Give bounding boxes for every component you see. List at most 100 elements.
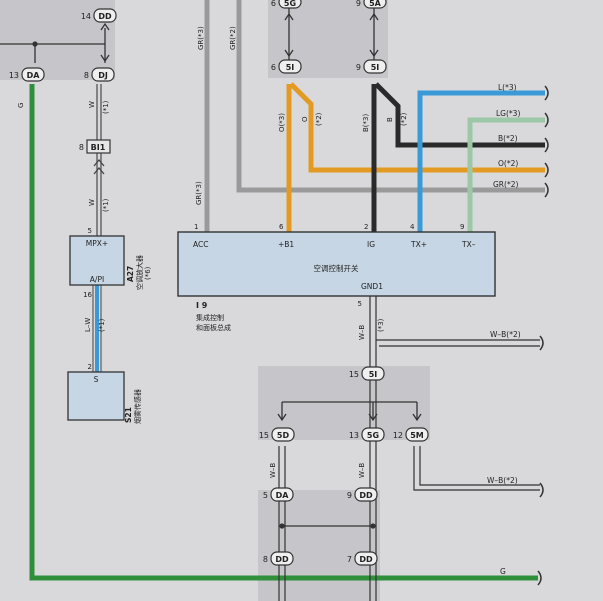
connector-5d: 5D 15 <box>259 427 295 442</box>
mpx-name: 空调放大器 <box>135 255 144 290</box>
wire-label-b2r: B(*2) <box>498 134 518 143</box>
connector-label: DD <box>359 555 373 564</box>
pin-number: 6 <box>271 63 276 72</box>
connector-label: 5A <box>369 0 382 8</box>
connector-label: DD <box>98 12 112 21</box>
wire-label-o2r: O(*2) <box>498 159 518 168</box>
wire-w-b-left <box>278 446 286 601</box>
pin-number: 8 <box>263 555 268 564</box>
connector-da-5: DA 5 <box>263 487 294 502</box>
pin-number: 5 <box>263 491 268 500</box>
sensor-name: 烟雾传感器 <box>133 389 142 424</box>
wire-l-w-outline <box>92 285 102 372</box>
wire-label-lw: L–W <box>84 318 92 332</box>
pin-ig: IG <box>367 240 375 249</box>
shaded-region-bottom <box>258 490 380 601</box>
connector-5a-top: 5A 9 <box>356 0 387 9</box>
connector-dd-9: DD 9 <box>347 487 378 502</box>
connector-arrows-top <box>284 12 379 58</box>
mpx-pin-label: MPX+ <box>86 239 108 248</box>
connector-chevrons <box>93 158 105 175</box>
connector-label: DD <box>359 491 373 500</box>
pin-number: 8 <box>84 71 89 80</box>
pin-num-txp: 4 <box>410 223 415 231</box>
pin-number: 13 <box>349 431 359 440</box>
pin-number: 15 <box>259 431 269 440</box>
wire-o-2 <box>289 82 545 173</box>
switch-assembly-1: 集成控制 <box>196 313 224 322</box>
wire-w-b-2-low <box>413 446 540 491</box>
wire-end-marks-wb <box>539 335 544 498</box>
wire-label-lw-note: (*1) <box>98 318 106 332</box>
wire-label-l3: L(*3) <box>498 83 517 92</box>
bi1-connector <box>86 139 111 154</box>
pin-number: 13 <box>9 71 19 80</box>
switch-code: I 9 <box>196 301 208 310</box>
mpx-note: (*6) <box>144 266 152 280</box>
pin-num-acc: 1 <box>194 223 198 231</box>
pin-num-txm: 9 <box>460 223 464 231</box>
wire-g <box>29 84 538 581</box>
pin-number: 15 <box>349 370 359 379</box>
bi1-pin: 8 <box>79 143 84 152</box>
sensor-code: S21 <box>124 407 133 423</box>
connector-5g: 5G 13 <box>349 427 385 442</box>
wire-l-3 <box>417 90 545 232</box>
wire-label-o: O <box>301 116 309 122</box>
pin-number: 9 <box>347 491 352 500</box>
connector-dd-8: DD 8 <box>263 551 294 566</box>
wire-w-b <box>369 296 377 601</box>
wire-label-gr2r: GR(*2) <box>493 180 518 189</box>
sensor-pin-label: S <box>94 375 99 384</box>
connector-5m: 5M 12 <box>393 427 429 442</box>
pin-txm: TX– <box>461 240 476 249</box>
pin-num-b1: 6 <box>279 223 284 231</box>
wire-label-o3: O(*3) <box>278 113 286 132</box>
splice-dot-bottom-left <box>279 523 285 529</box>
sensor-pin-number: 2 <box>88 363 92 371</box>
connector-5g-top: 5G 6 <box>271 0 302 9</box>
pin-number: 7 <box>347 555 352 564</box>
wire-label-g-left: G <box>17 103 25 108</box>
wire-label-b2: (*2) <box>400 112 408 126</box>
wire-label-wb-mid: W–B <box>358 463 366 478</box>
mpx-code: A27 <box>126 266 135 282</box>
connector-dd-14: DD 14 <box>81 8 117 23</box>
wire-label-gr2: GR(*2) <box>229 26 237 50</box>
pin-number: 14 <box>81 12 91 21</box>
connector-label: 5I <box>286 63 295 72</box>
mpx-amplifier-box <box>69 235 125 286</box>
ground-bus-arrows <box>277 413 422 422</box>
pin-num-ig: 2 <box>364 223 368 231</box>
wire-gr-2 <box>236 0 545 193</box>
wire-lg-3 <box>467 117 545 232</box>
connector-arrows <box>100 22 110 63</box>
api-pin-label: A/PI <box>90 275 104 284</box>
connector-dj-8: DJ 8 <box>84 67 115 82</box>
pin-txp: TX+ <box>410 240 427 249</box>
bi1-label: BI1 <box>91 143 106 152</box>
wire-end-mark-g <box>537 570 542 586</box>
ground-bus <box>281 401 418 420</box>
branch-wire-top-left <box>0 28 106 63</box>
connector-label: 5I <box>369 370 378 379</box>
wire-label-gr3-low: GR(*3) <box>195 181 203 205</box>
wire-label-wb-left: W–B <box>269 463 277 478</box>
connector-label: DJ <box>98 71 108 80</box>
api-pin-number: 16 <box>83 291 92 299</box>
pin-acc: ACC <box>193 240 208 249</box>
wire-label-wb: W–B <box>358 325 366 340</box>
wire-label-w1-note: (*1) <box>102 100 110 114</box>
wire-label-gr3: GR(*3) <box>197 26 205 50</box>
connector-label: 5G <box>284 0 296 8</box>
pin-number: 9 <box>356 0 361 8</box>
wire-label-b: B <box>386 117 394 122</box>
wire-label-o2: (*2) <box>315 112 323 126</box>
switch-name: 空调控制开关 <box>314 263 359 273</box>
smoke-sensor-box <box>67 371 125 421</box>
connector-label: DD <box>275 555 289 564</box>
connector-label: 5D <box>277 431 290 440</box>
wire-label-w2: W <box>88 199 96 206</box>
pin-number: 12 <box>393 431 403 440</box>
